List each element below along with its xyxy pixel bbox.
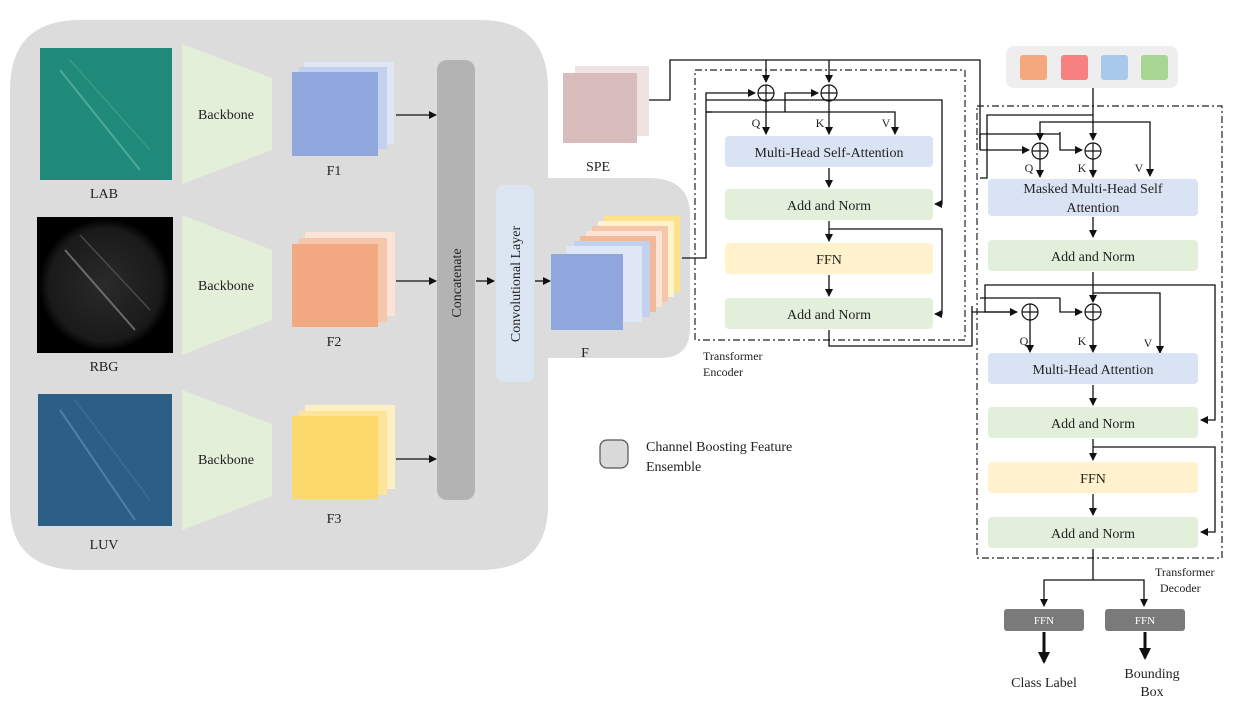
luv-label: LUV <box>90 538 119 553</box>
decoder-add-norm-3 <box>988 517 1198 548</box>
spe-block <box>563 66 649 143</box>
feature-stack-f3 <box>292 405 395 499</box>
decoder-masked-line1: Masked Multi-Head Self <box>1023 182 1163 197</box>
decoder-v1-label: V <box>1135 161 1144 175</box>
class-head-ffn <box>1004 609 1084 631</box>
f2-label: F2 <box>327 335 342 350</box>
decoder-add-norm-1 <box>988 240 1198 271</box>
luv-image <box>38 394 172 526</box>
feature-stack-f2 <box>292 232 395 327</box>
decoder-add-norm-3-label: Add and Norm <box>1051 527 1135 542</box>
class-label-output: Class Label <box>1011 676 1077 691</box>
fused-feature-stack <box>551 216 680 330</box>
decoder-add-norm-1-label: Add and Norm <box>1051 250 1135 265</box>
decoder-add-norm-2-label: Add and Norm <box>1051 417 1135 432</box>
concatenate-bar <box>437 60 475 500</box>
decoder-mha-label: Multi-Head Attention <box>1033 363 1154 378</box>
decoder-k1-label: K <box>1078 161 1087 175</box>
decoder-masked-line2: Attention <box>1067 201 1120 216</box>
encoder-ffn-block <box>725 243 933 274</box>
decoder-residual-3 <box>1093 446 1216 536</box>
decoder-caption-line1: Transformer <box>1155 565 1215 579</box>
legend-label-line1: Channel Boosting Feature <box>646 440 792 455</box>
encoder-v-label: V <box>882 116 891 130</box>
encoder-add-norm-1 <box>725 189 933 220</box>
decoder-ffn-block <box>988 462 1198 493</box>
bbox-output-line1: Bounding <box>1124 667 1179 682</box>
conv-layer-label: Convolutional Layer <box>509 226 524 343</box>
conv-layer <box>496 185 534 382</box>
encoder-k-label: K <box>816 116 825 130</box>
encoder-ffn-label: FFN <box>816 253 842 268</box>
decoder-residual-2 <box>1093 284 1216 424</box>
rbg-label: RBG <box>90 360 119 375</box>
spe-label: SPE <box>586 160 610 175</box>
encoder-q-label: Q <box>752 116 761 130</box>
query-2 <box>1061 55 1088 80</box>
encoder-residual-1 <box>706 99 943 208</box>
bbox-head-ffn <box>1105 609 1185 631</box>
f1-label: F1 <box>327 164 342 179</box>
backbone-1 <box>182 44 272 184</box>
legend-swatch <box>599 439 629 469</box>
encoder-frame <box>694 69 966 341</box>
encoder-residual-2 <box>829 228 943 318</box>
f3-label: F3 <box>327 512 342 527</box>
spe-to-encoder-k <box>766 59 833 83</box>
decoder-v2-label: V <box>1144 336 1153 350</box>
concatenate-label: Concatenate <box>450 248 465 317</box>
encoder-add-norm-1-label: Add and Norm <box>787 199 871 214</box>
encoder-add-norm-2 <box>725 298 933 329</box>
fused-feature-label: F <box>581 346 589 361</box>
encoder-caption-line1: Transformer <box>703 349 763 363</box>
query-3 <box>1101 55 1128 80</box>
decoder-masked-mhsa-block <box>988 179 1198 216</box>
f-to-encoder-q <box>682 89 756 259</box>
encoder-caption-line2: Encoder <box>703 365 743 379</box>
backbone-2-label: Backbone <box>198 279 254 294</box>
feature-stack-f1 <box>292 62 394 156</box>
legend-label-line2: Ensemble <box>646 460 701 475</box>
spe-to-encoder-q <box>649 59 770 101</box>
spe-to-decoder <box>829 59 981 150</box>
f-to-encoder-v <box>706 111 899 135</box>
bbox-output-line2: Box <box>1140 685 1163 700</box>
object-queries <box>1006 46 1178 88</box>
decoder-add-norm-2 <box>988 407 1198 438</box>
encoder-mhsa-label: Multi-Head Self-Attention <box>755 146 904 161</box>
decoder-ffn-label: FFN <box>1080 472 1106 487</box>
query-4 <box>1141 55 1168 80</box>
decoder-q1-label: Q <box>1025 161 1034 175</box>
backbone-3-label: Backbone <box>198 453 254 468</box>
encoder-mhsa-block <box>725 136 933 167</box>
decoder-q2-label: Q <box>1020 334 1029 348</box>
f-to-encoder-k <box>784 89 819 112</box>
encoder-add-norm-2-label: Add and Norm <box>787 308 871 323</box>
rbg-image <box>37 217 173 353</box>
lab-image <box>40 48 172 180</box>
backbone-1-label: Backbone <box>198 108 254 123</box>
decoder-frame <box>976 105 1223 559</box>
backbone-2 <box>182 215 272 355</box>
query-1 <box>1020 55 1047 80</box>
bbox-head-ffn-label: FFN <box>1135 615 1155 627</box>
decoder-k2-label: K <box>1078 334 1087 348</box>
class-head-ffn-label: FFN <box>1034 615 1054 627</box>
lab-label: LAB <box>90 187 118 202</box>
decoder-mha-block <box>988 353 1198 384</box>
decoder-caption-line2: Decoder <box>1160 581 1201 595</box>
decoder-residual-1-up <box>980 114 1093 179</box>
backbone-3 <box>182 390 272 530</box>
